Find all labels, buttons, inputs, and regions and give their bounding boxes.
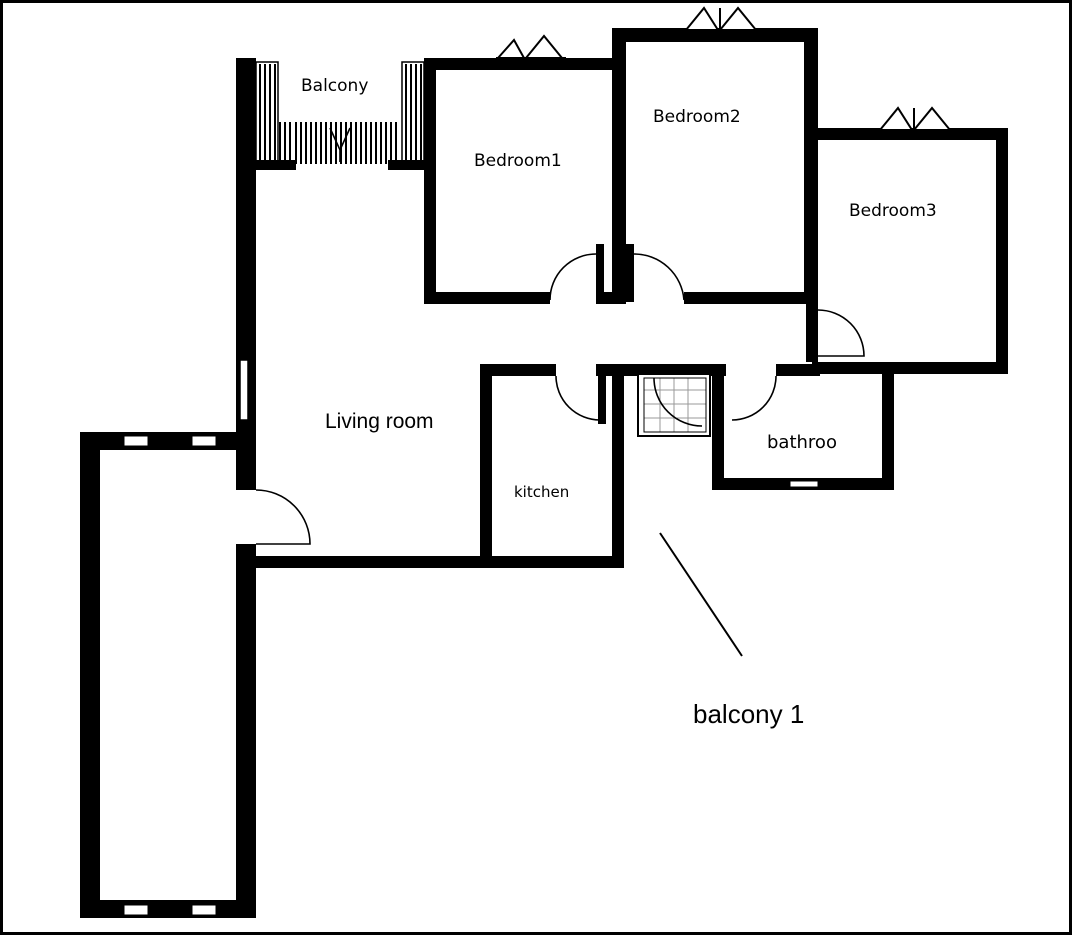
living-west-wall-upper <box>236 58 256 438</box>
kitchen-west-wall <box>480 364 492 568</box>
bedroom2-window <box>684 6 758 31</box>
bedroom3-door-arc <box>817 309 865 357</box>
label-balcony1: balcony 1 <box>693 699 804 729</box>
walls <box>80 28 1008 918</box>
balcony1-pointer-line <box>659 532 743 657</box>
shower <box>637 373 711 437</box>
balcony-window-2 <box>191 435 217 447</box>
balcony-sill-right <box>388 160 424 170</box>
kitchen-door-jamb <box>598 364 606 424</box>
balcony-window-3 <box>123 904 149 916</box>
balcony-door-swing <box>329 127 351 162</box>
bathroom-west-wall <box>712 364 724 490</box>
label-kitchen: kitchen <box>514 483 569 501</box>
kitchen-east-wall <box>612 364 624 568</box>
balcony-right-railing <box>401 61 425 163</box>
living-west-window <box>239 359 249 421</box>
top-balcony <box>255 58 425 170</box>
corridor-south-wall-a <box>480 364 556 376</box>
label-bedroom3: Bedroom3 <box>849 201 937 221</box>
corridor-south-wall-c <box>776 364 820 376</box>
label-balcony: Balcony <box>301 76 368 96</box>
bathroom-window <box>789 480 819 488</box>
bathroom-door-arc <box>731 375 777 421</box>
bedroom2-door-arc <box>633 253 685 301</box>
door-swings <box>255 253 865 545</box>
bedroom2-east-wall <box>804 28 818 304</box>
bedroom3-south-wall <box>812 362 1008 374</box>
bedroom2-door-jamb <box>626 244 634 302</box>
kitchen-door-arc <box>555 375 601 421</box>
balcony-bottom-railing <box>279 122 397 164</box>
bedroom2-south-wall <box>684 292 818 304</box>
bathroom-east-wall <box>882 364 894 490</box>
label-bedroom2: Bedroom2 <box>653 107 741 127</box>
west-balcony-bottom-wall <box>80 900 256 918</box>
label-living-room: Living room <box>325 410 434 433</box>
living-south-wall <box>236 556 622 568</box>
bedroom1-north-wall <box>424 58 624 70</box>
west-balcony-inner-wall <box>236 556 256 918</box>
bedroom3-west-wall-lower <box>806 304 818 362</box>
window-markers <box>496 6 952 131</box>
bedroom1-door-jamb <box>596 244 604 302</box>
balcony-window-1 <box>123 435 149 447</box>
west-balcony-top-wall <box>80 432 256 450</box>
balcony-window-4 <box>191 904 217 916</box>
living-west-wall-lower <box>236 544 256 558</box>
west-balcony-outer-wall <box>80 432 100 918</box>
bedroom1-south-wall-a <box>424 292 550 304</box>
bedroom1-west-wall <box>424 58 436 302</box>
bedroom2-north-wall <box>612 28 818 42</box>
label-bathroom: bathroo <box>767 432 837 453</box>
label-bedroom1: Bedroom1 <box>474 151 562 171</box>
bedroom1-window <box>496 34 566 59</box>
bedroom3-north-wall <box>812 128 1008 140</box>
bedroom3-east-wall <box>996 128 1008 374</box>
balcony-sill-left <box>256 160 296 170</box>
balcony-left-railing <box>255 61 279 163</box>
shower-door-arc <box>653 377 703 427</box>
balcony1-door-arc <box>255 489 311 545</box>
bedroom2-west-wall <box>612 28 626 304</box>
bedroom3-window <box>878 106 952 131</box>
bedroom1-door-arc <box>549 253 597 301</box>
